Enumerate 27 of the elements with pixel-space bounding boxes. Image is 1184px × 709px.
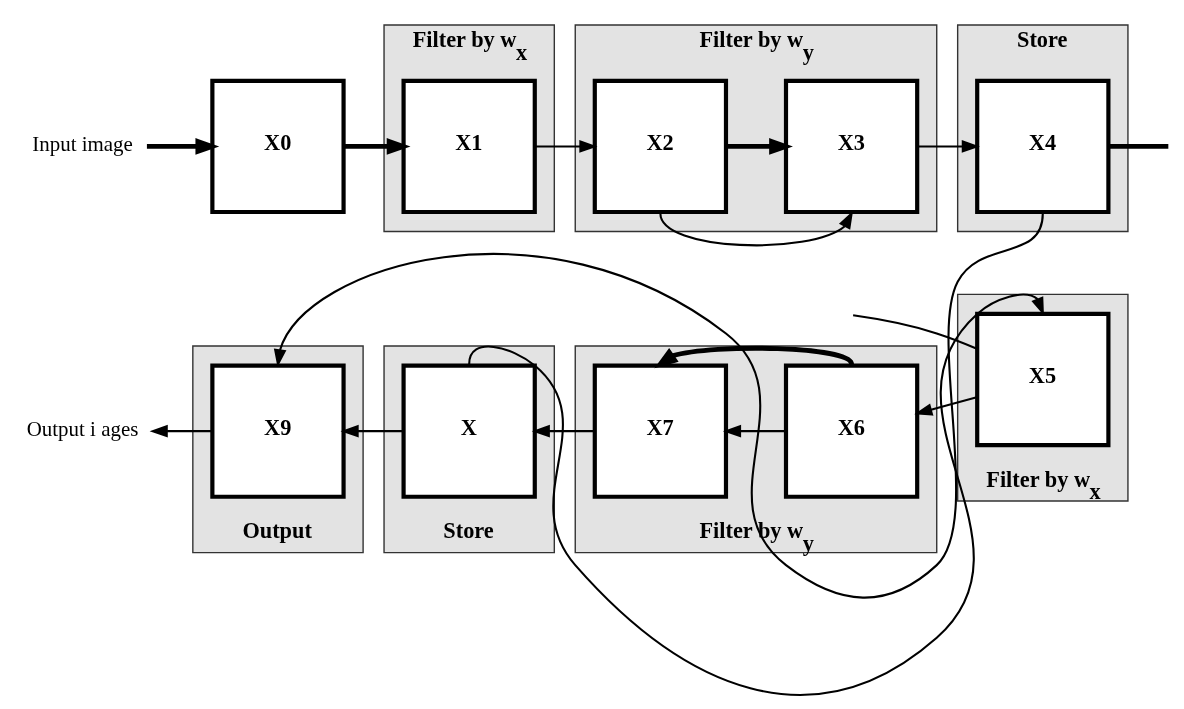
arrow	[913, 396, 977, 416]
arrow	[146, 138, 219, 155]
node-box: X2	[592, 78, 728, 215]
node-box: X7	[592, 363, 728, 499]
arrow	[531, 424, 594, 438]
node-box: X9	[209, 363, 346, 499]
node-box: X6	[783, 363, 919, 499]
arrow	[534, 140, 597, 153]
node-box: X	[401, 363, 537, 499]
arrow	[722, 424, 786, 438]
arrow	[467, 293, 1044, 696]
arrow	[273, 213, 1044, 599]
arrow	[343, 138, 410, 155]
node-text: Input image	[31, 132, 133, 157]
node-box: X5	[974, 311, 1110, 448]
node-box: X3	[783, 78, 919, 215]
arrow	[725, 138, 793, 155]
node-text: Output i ages	[26, 417, 138, 442]
arrow	[916, 140, 980, 153]
node-box: X0	[209, 78, 346, 215]
connector	[1108, 144, 1168, 149]
node-box: X1	[401, 78, 537, 215]
connector	[852, 314, 977, 350]
arrow	[340, 424, 403, 438]
node-box: X4	[974, 78, 1110, 215]
arrow	[653, 345, 854, 369]
arrow	[149, 424, 212, 438]
